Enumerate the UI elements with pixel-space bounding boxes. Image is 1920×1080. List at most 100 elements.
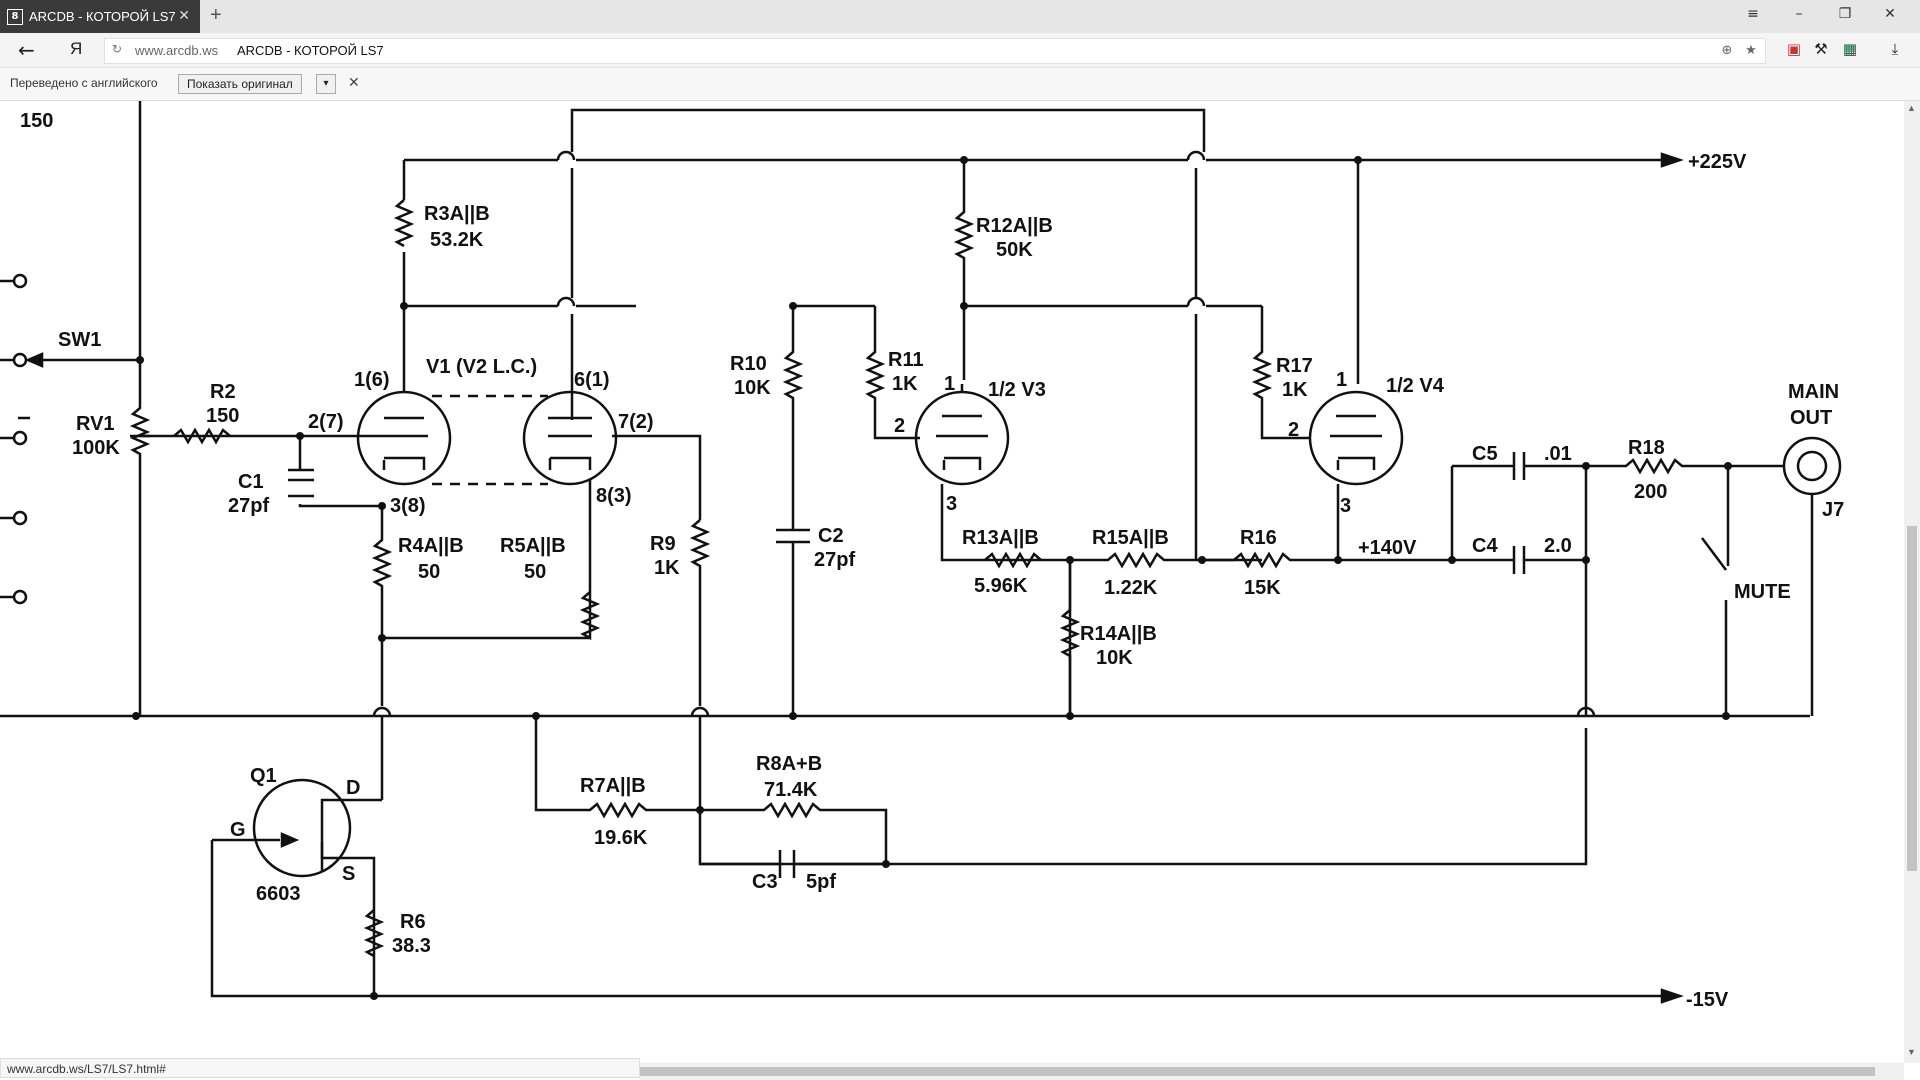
url-input[interactable]: ↻ www.arcdb.ws ARCDB - КОТОРОЙ LS7 ⊕ ★ (104, 38, 1766, 64)
label-c1: C1 (238, 471, 264, 493)
show-original-button[interactable]: Показать оригинал (178, 74, 302, 94)
label-r10: R10 (730, 353, 767, 375)
hamburger-icon[interactable]: ≡ (1747, 6, 1759, 22)
label-r3: R3A||B (424, 203, 490, 225)
label-pin-3-8: 3(8) (390, 495, 426, 517)
extension-icon-3[interactable]: ▦ (1842, 40, 1858, 58)
site-favicon-icon: 8 (7, 8, 23, 25)
label-v4-pin3: 3 (1340, 495, 1351, 517)
label-r11-value: 1K (892, 373, 918, 395)
label-r12-value: 50K (996, 239, 1033, 261)
label-r10-value: 10K (734, 377, 771, 399)
label-v1: V1 (V2 L.C.) (426, 356, 537, 378)
label-pin-7-2: 7(2) (618, 411, 654, 433)
yandex-logo[interactable]: Я (70, 39, 83, 58)
label-r13-value: 5.96K (974, 575, 1028, 597)
label-c1-value: 27pf (228, 495, 269, 517)
label-pin-8-3: 8(3) (596, 485, 632, 507)
new-tab-icon[interactable]: + (210, 4, 222, 26)
scroll-down-icon[interactable]: ▼ (1907, 1047, 1916, 1057)
label-rv1-value: 100K (72, 437, 120, 459)
scroll-up-icon[interactable]: ▲ (1907, 103, 1916, 113)
label-c5: C5 (1472, 443, 1498, 465)
horizontal-scrollbar[interactable] (640, 1063, 1904, 1080)
label-r5: R5A||B (500, 535, 566, 557)
translation-text: Переведено с английского (10, 76, 158, 90)
close-window-icon[interactable]: ✕ (1884, 6, 1896, 22)
translate-icon[interactable]: ⊕ (1721, 43, 1733, 58)
extension-icon-1[interactable]: ▣ (1786, 40, 1802, 58)
label-r11: R11 (888, 349, 924, 371)
star-icon[interactable]: ★ (1745, 43, 1757, 58)
label-mute: MUTE (1734, 581, 1791, 603)
label-r7-value: 19.6K (594, 827, 648, 849)
label-r2-value: 150 (206, 405, 239, 427)
label-r16: R16 (1240, 527, 1277, 549)
label-rv1: RV1 (76, 413, 115, 435)
address-bar: ← Я ↻ www.arcdb.ws ARCDB - КОТОРОЙ LS7 ⊕… (0, 33, 1920, 68)
label-plus-140v: +140V (1358, 537, 1417, 559)
label-c2-value: 27pf (814, 549, 855, 571)
label-r9: R9 (650, 533, 676, 555)
tab-active[interactable]: 8 ARCDB - КОТОРОЙ LS7 ✕ (0, 0, 200, 33)
label-pin-1-6: 1(6) (354, 369, 390, 391)
label-pin-2-7: 2(7) (308, 411, 344, 433)
label-r14: R14A||B (1080, 623, 1157, 645)
label-r15-value: 1.22K (1104, 577, 1158, 599)
url-domain: www.arcdb.ws (135, 43, 219, 58)
close-icon[interactable]: ✕ (348, 74, 360, 90)
label-r6: R6 (400, 911, 426, 933)
label-plus-225v: +225V (1688, 151, 1747, 173)
schematic-diagram: 150 SW1 RV1 100K R2 150 C1 27pf 2(7) 1(6… (0, 101, 1844, 1011)
label-top-value: 150 (20, 110, 53, 132)
label-r14-value: 10K (1096, 647, 1133, 669)
back-arrow-icon[interactable]: ← (18, 38, 35, 62)
minimize-icon[interactable]: – (1795, 6, 1803, 22)
label-r17-value: 1K (1282, 379, 1308, 401)
extension-icon-2[interactable]: ⚒ (1814, 40, 1828, 58)
tab-close-icon[interactable]: ✕ (178, 7, 190, 23)
label-c4-value: 2.0 (1544, 535, 1572, 557)
label-sw1: SW1 (58, 329, 101, 351)
label-j7: J7 (1822, 499, 1844, 521)
label-c4: C4 (1472, 535, 1498, 557)
vertical-scroll-thumb[interactable] (1907, 526, 1917, 871)
label-r4: R4A||B (398, 535, 464, 557)
label-r18: R18 (1628, 437, 1665, 459)
label-c3: C3 (752, 871, 778, 893)
label-v3-pin2: 2 (894, 415, 905, 437)
label-pin-6-1: 6(1) (574, 369, 610, 391)
label-v3-pin1: 1 (944, 373, 955, 395)
page-content: 150 SW1 RV1 100K R2 150 C1 27pf 2(7) 1(6… (0, 101, 1904, 1063)
label-main: MAIN (1788, 381, 1839, 403)
label-r7: R7A||B (580, 775, 646, 797)
label-q1: Q1 (250, 765, 277, 787)
vertical-scrollbar[interactable]: ▲ ▼ (1904, 101, 1920, 1063)
label-r5-value: 50 (524, 561, 546, 583)
label-c3-value: 5pf (806, 871, 836, 893)
translation-bar: Переведено с английского Показать оригин… (0, 68, 1920, 101)
reload-icon[interactable]: ↻ (112, 42, 123, 56)
label-v4-pin2: 2 (1288, 419, 1299, 441)
tab-bar: 8 ARCDB - КОТОРОЙ LS7 ✕ + ≡ – ❐ ✕ (0, 0, 1920, 33)
label-r4-value: 50 (418, 561, 440, 583)
label-r6-value: 38.3 (392, 935, 431, 957)
label-q1-part: 6603 (256, 883, 301, 905)
chevron-down-icon[interactable]: ▾ (316, 74, 336, 94)
label-r3-value: 53.2K (430, 229, 484, 251)
label-q1-d: D (346, 777, 360, 799)
label-v3: 1/2 V3 (988, 379, 1046, 401)
label-r16-value: 15K (1244, 577, 1281, 599)
horizontal-scroll-thumb[interactable] (640, 1067, 1875, 1076)
label-r8-value: 71.4K (764, 779, 818, 801)
label-minus-15v: -15V (1686, 989, 1729, 1011)
restore-icon[interactable]: ❐ (1838, 6, 1852, 22)
label-r9-value: 1K (654, 557, 680, 579)
label-v4: 1/2 V4 (1386, 375, 1445, 397)
label-out: OUT (1790, 407, 1832, 429)
label-v4-pin1: 1 (1336, 369, 1347, 391)
label-r8: R8A+B (756, 753, 822, 775)
label-r2: R2 (210, 381, 236, 403)
label-c2: C2 (818, 525, 844, 547)
download-icon[interactable]: ⤓ (1891, 40, 1899, 58)
